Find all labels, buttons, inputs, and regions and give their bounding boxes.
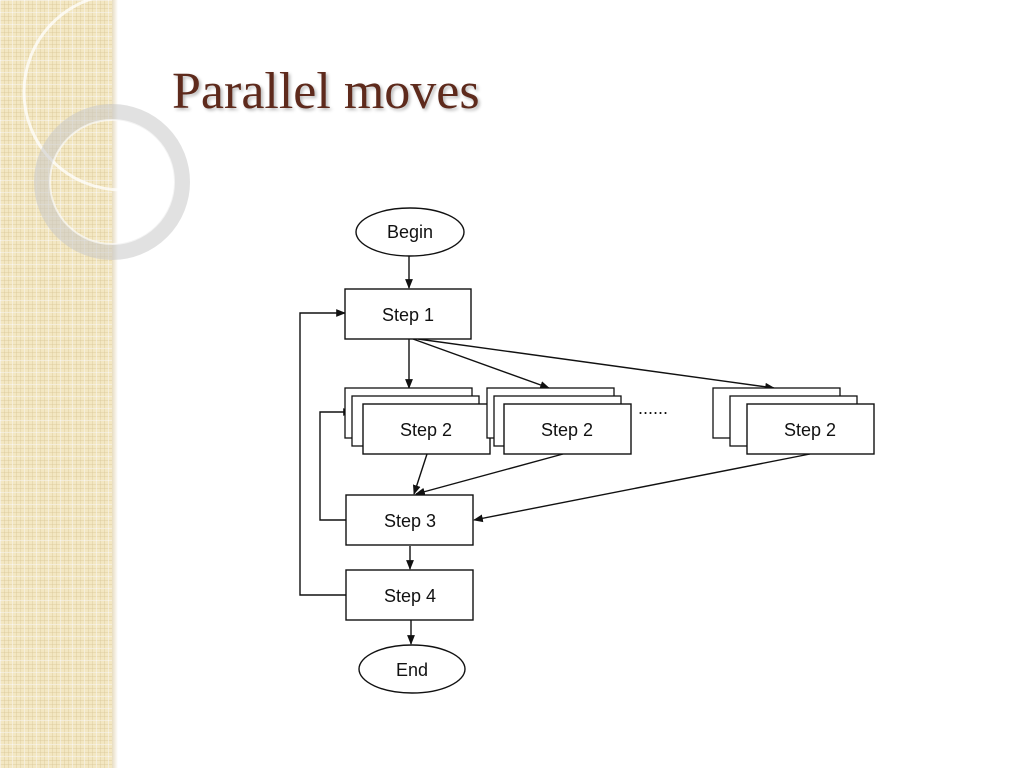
node-step2-stack-a: Step 2	[344, 387, 491, 455]
decorative-circles	[22, 0, 222, 260]
arrow-step1-to-step2c	[417, 338, 775, 391]
node-step2-b-label: Step 2	[541, 420, 593, 440]
node-step2-stack-b: Step 2	[486, 387, 632, 455]
node-step4-label: Step 4	[384, 586, 436, 606]
slide-title: Parallel moves	[172, 63, 480, 120]
arrow-step1-to-step2b	[412, 338, 550, 389]
arrow-step2c-to-step3	[473, 453, 811, 523]
arrow-step2b-to-step3	[415, 453, 564, 496]
node-begin: Begin	[355, 207, 465, 257]
node-step3: Step 3	[345, 494, 474, 546]
sidebar-edge	[112, 0, 118, 768]
node-end: End	[358, 644, 466, 694]
node-step1: Step 1	[344, 288, 472, 340]
node-step2-c-label: Step 2	[784, 420, 836, 440]
loop-step3-to-step2	[319, 408, 353, 521]
ellipsis-label: ......	[638, 398, 668, 418]
node-begin-label: Begin	[387, 222, 433, 242]
node-step2-a-label: Step 2	[400, 420, 452, 440]
node-step2-stack-c: Step 2	[712, 387, 875, 455]
node-step4: Step 4	[345, 569, 474, 621]
node-step1-label: Step 1	[382, 305, 434, 325]
node-end-label: End	[396, 660, 428, 680]
loop-step4-to-step1	[299, 309, 346, 596]
node-step3-label: Step 3	[384, 511, 436, 531]
arrow-step2a-to-step3	[412, 453, 428, 495]
